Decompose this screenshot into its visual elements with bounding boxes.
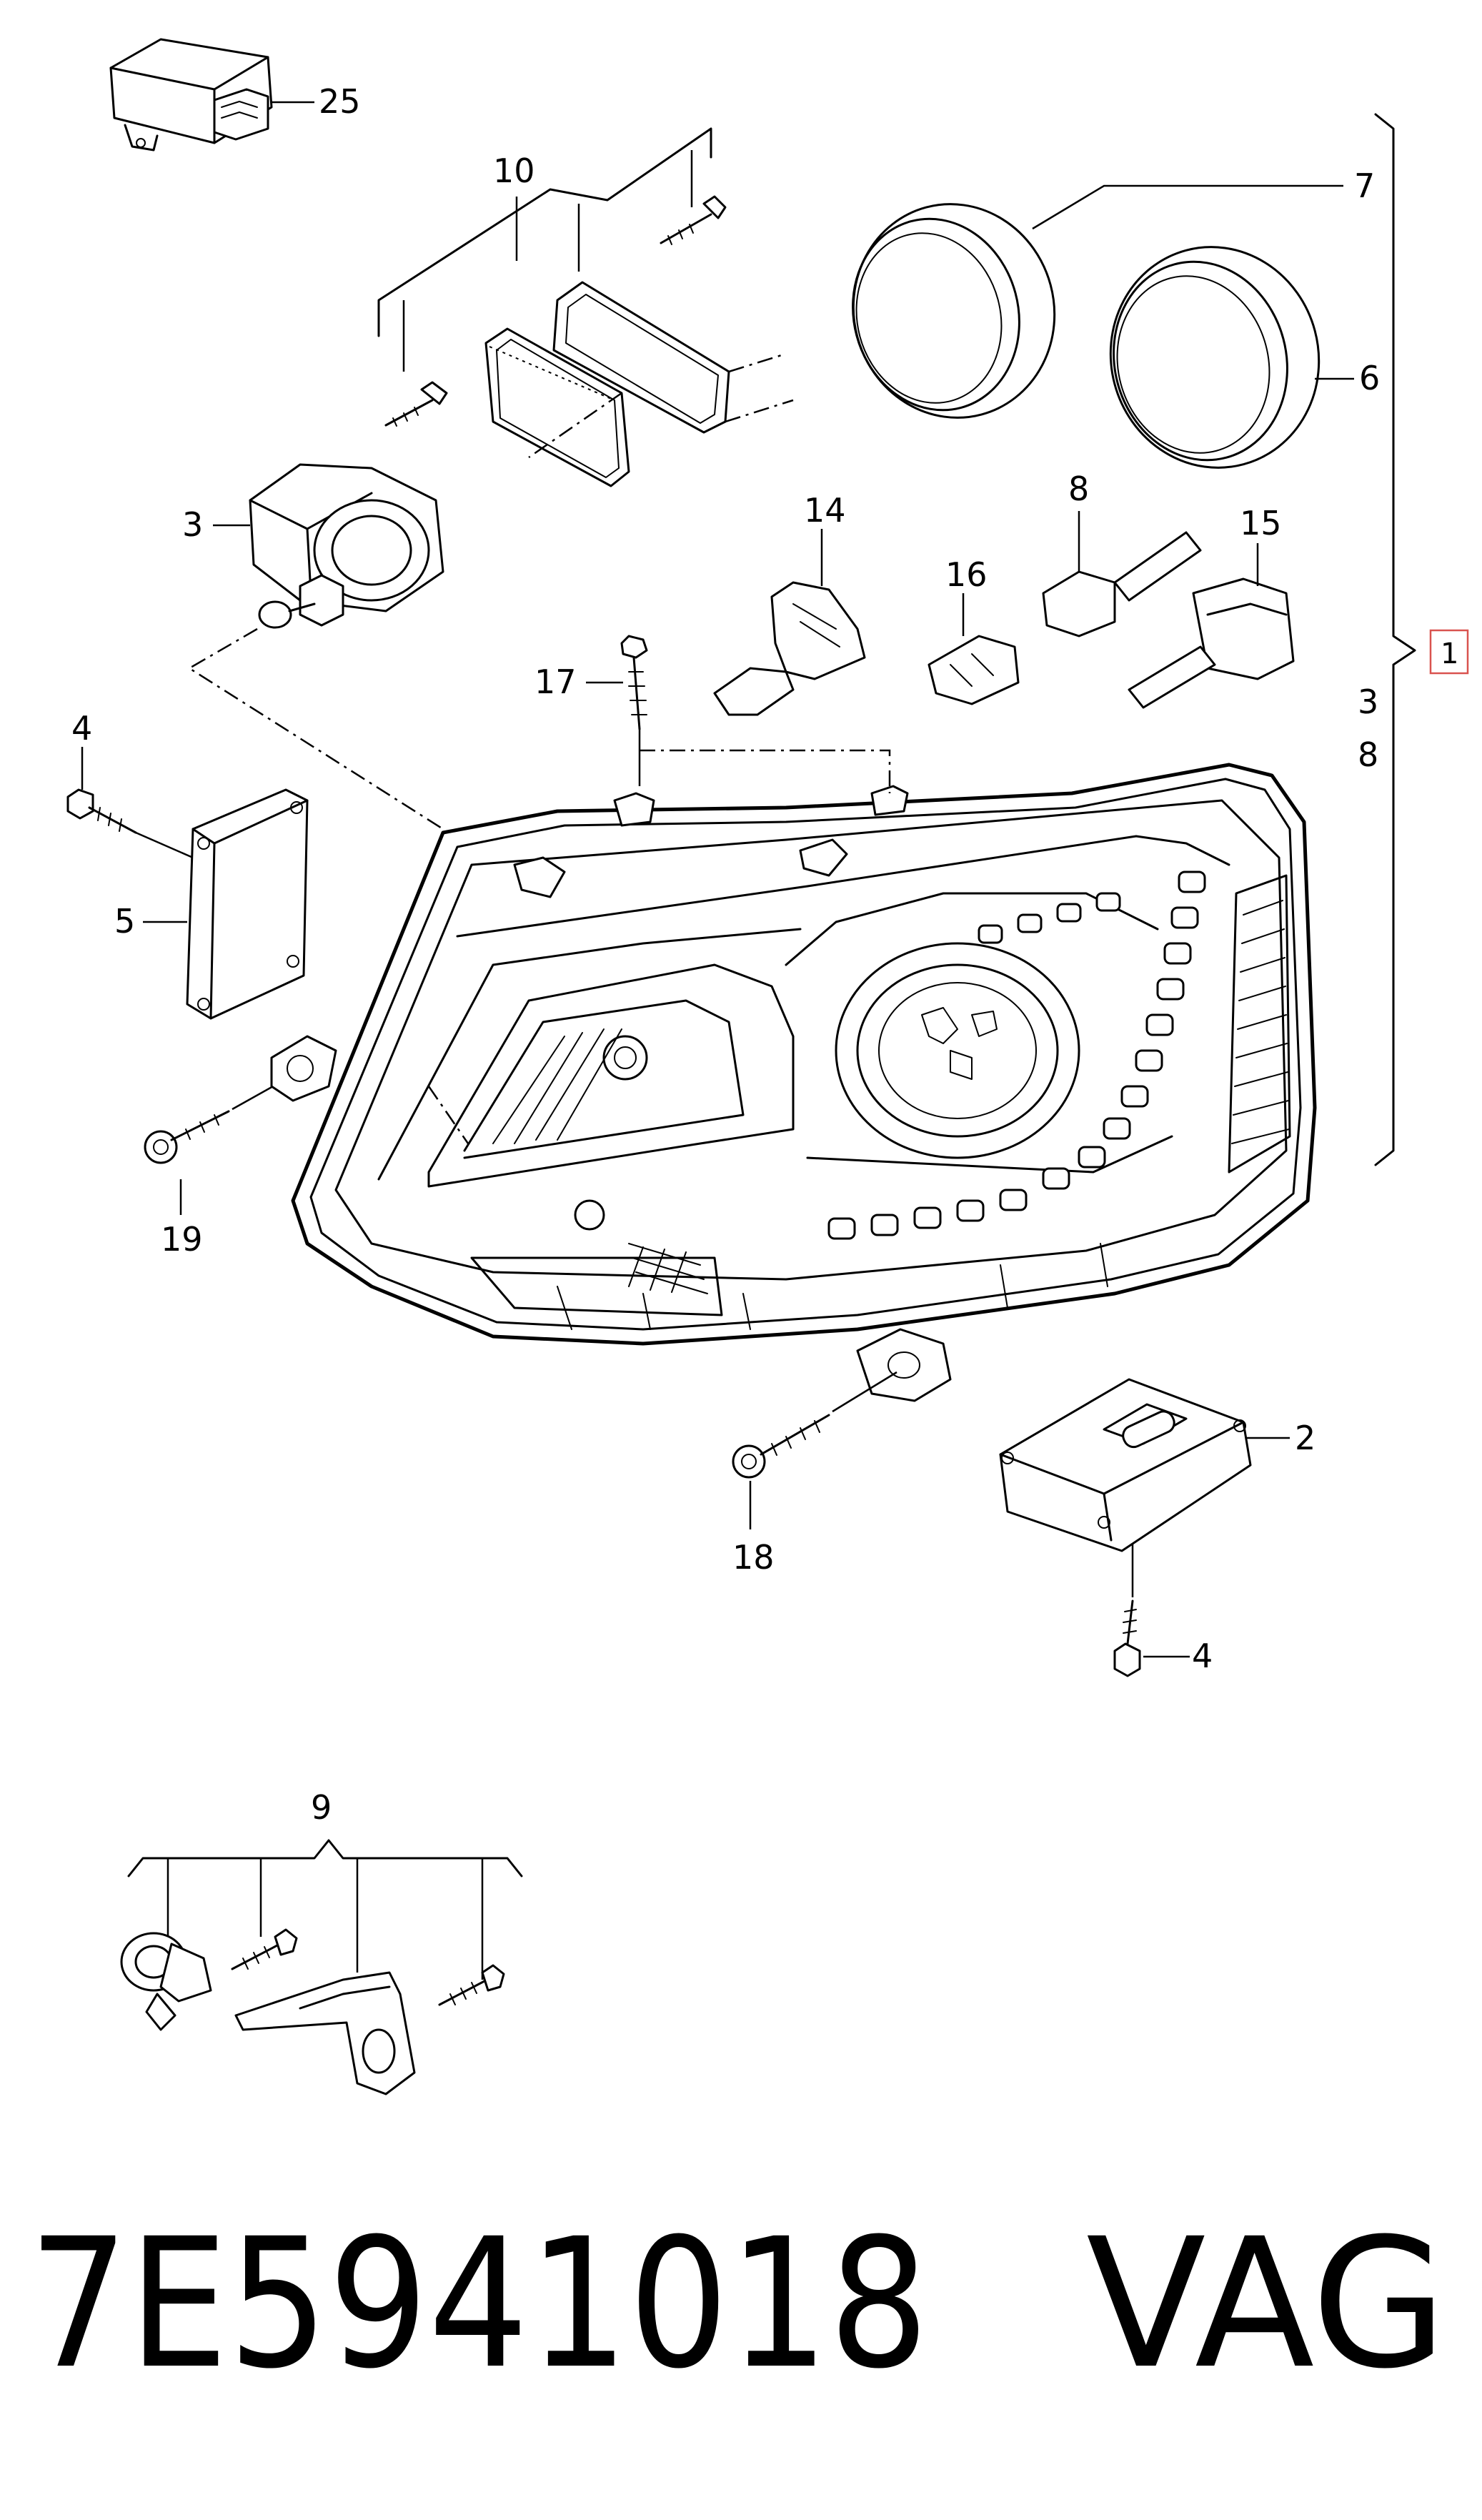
callout-5: 5 bbox=[114, 902, 135, 941]
brand-label: VAG bbox=[1086, 2200, 1447, 2408]
callout-25: 25 bbox=[319, 82, 361, 121]
callout-2: 2 bbox=[1295, 1419, 1316, 1457]
callout-9: 9 bbox=[311, 1788, 332, 1827]
callout-19: 19 bbox=[161, 1220, 203, 1259]
part-25-control-module bbox=[109, 38, 314, 152]
part-16-small-bulb bbox=[928, 593, 1020, 705]
part-10-cover-and-gasket bbox=[377, 127, 794, 487]
callout-1: 1 bbox=[1441, 638, 1458, 670]
callout-16: 16 bbox=[945, 555, 988, 594]
part-6-cap bbox=[1109, 246, 1354, 469]
callout-3-included: 3 bbox=[1358, 683, 1378, 721]
callout-4-left: 4 bbox=[71, 709, 92, 748]
part-2-control-unit bbox=[999, 1378, 1290, 1597]
part-7-seal-ring bbox=[852, 184, 1343, 419]
callout-18: 18 bbox=[732, 1538, 775, 1577]
part-5-ballast-module bbox=[143, 788, 309, 1020]
callout-17: 17 bbox=[534, 663, 577, 701]
part-3-range-control-motor bbox=[213, 381, 448, 629]
part-15-xenon-bulb bbox=[1128, 543, 1295, 709]
callout-8: 8 bbox=[1068, 470, 1089, 508]
part-18-screw bbox=[732, 1371, 897, 1529]
part-17-screw bbox=[586, 635, 648, 786]
callout-4-bottom: 4 bbox=[1192, 1637, 1213, 1675]
callout-8-included: 8 bbox=[1358, 735, 1378, 774]
callout-10: 10 bbox=[493, 152, 535, 190]
part-19-screw bbox=[144, 1078, 287, 1215]
part-1-assembly-bracket bbox=[1374, 113, 1469, 1166]
part-4-screw-left bbox=[66, 747, 194, 859]
led-strip bbox=[827, 870, 1206, 1240]
headlight-housing bbox=[270, 763, 1317, 1402]
part-number-label: 7E5941018 bbox=[29, 2200, 929, 2408]
callout-14: 14 bbox=[804, 491, 846, 530]
callout-7: 7 bbox=[1354, 167, 1375, 205]
part-14-halogen-bulb bbox=[713, 529, 866, 716]
part-1-highlight-box bbox=[1429, 629, 1469, 675]
part-4-screw-bottom bbox=[1113, 1599, 1190, 1677]
callout-6: 6 bbox=[1359, 359, 1380, 397]
callout-3: 3 bbox=[182, 505, 203, 544]
callout-15: 15 bbox=[1240, 504, 1282, 542]
part-9-repair-kit bbox=[120, 1839, 523, 2095]
part-8-bulb-socket bbox=[1042, 511, 1202, 638]
